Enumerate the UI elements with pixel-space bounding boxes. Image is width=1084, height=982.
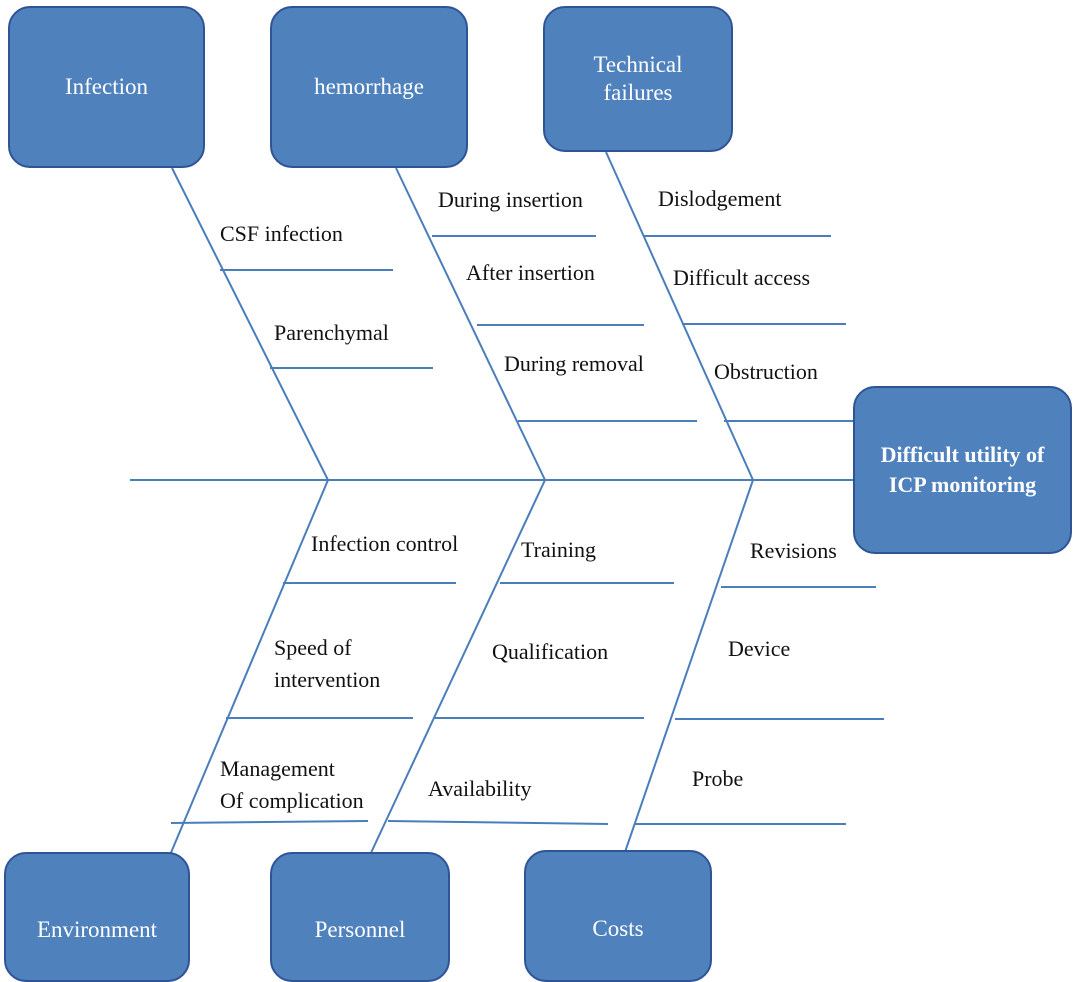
cause-device: Device (728, 636, 791, 661)
category-personnel-label: Personnel (314, 917, 406, 943)
bone-personnel (369, 479, 546, 856)
cause-speed-of-intervention: Speed of intervention (274, 635, 381, 692)
cause-during-removal: During removal (504, 351, 644, 376)
bone-infection (171, 167, 329, 481)
category-infection-label: Infection (64, 74, 148, 100)
cause-availability: Availability (428, 776, 532, 801)
cause-infection-control: Infection control (311, 531, 459, 556)
category-costs-box: Costs (524, 850, 712, 982)
category-hemorrhage-box: hemorrhage (270, 6, 468, 168)
cause-training: Training (521, 537, 596, 562)
cause-dislodgement: Dislodgement (658, 186, 782, 211)
bone-hemorrhage (395, 167, 546, 481)
sub-bone-availability (387, 820, 609, 825)
cause-during-insertion: During insertion (438, 187, 583, 212)
category-technical-failures-label: Technical failures (593, 52, 683, 105)
category-infection-box: Infection (8, 6, 205, 168)
cause-obstruction: Obstruction (714, 359, 818, 384)
cause-after-insertion: After insertion (466, 260, 595, 285)
effect-label: Difficult utility of ICP monitoring (880, 442, 1045, 497)
cause-parenchymal: Parenchymal (274, 320, 389, 345)
cause-probe: Probe (692, 766, 744, 791)
category-environment-box: Environment (4, 852, 190, 982)
bone-environment (169, 479, 329, 856)
category-personnel-box: Personnel (270, 852, 450, 982)
sub-bone-management (170, 820, 369, 824)
category-environment-label: Environment (36, 917, 158, 943)
cause-qualification: Qualification (492, 639, 609, 664)
cause-management-of-complication: Management Of complication (220, 756, 364, 813)
bone-costs (624, 479, 754, 853)
cause-csf-infection: CSF infection (220, 221, 343, 246)
category-costs-label: Costs (592, 916, 644, 942)
category-hemorrhage-label: hemorrhage (314, 74, 424, 100)
bone-technical (605, 151, 754, 481)
cause-revisions: Revisions (750, 538, 837, 563)
cause-difficult-access: Difficult access (673, 265, 811, 290)
effect-box: Difficult utility of ICP monitoring (853, 386, 1072, 554)
category-technical-failures-box: Technical failures (543, 6, 733, 152)
